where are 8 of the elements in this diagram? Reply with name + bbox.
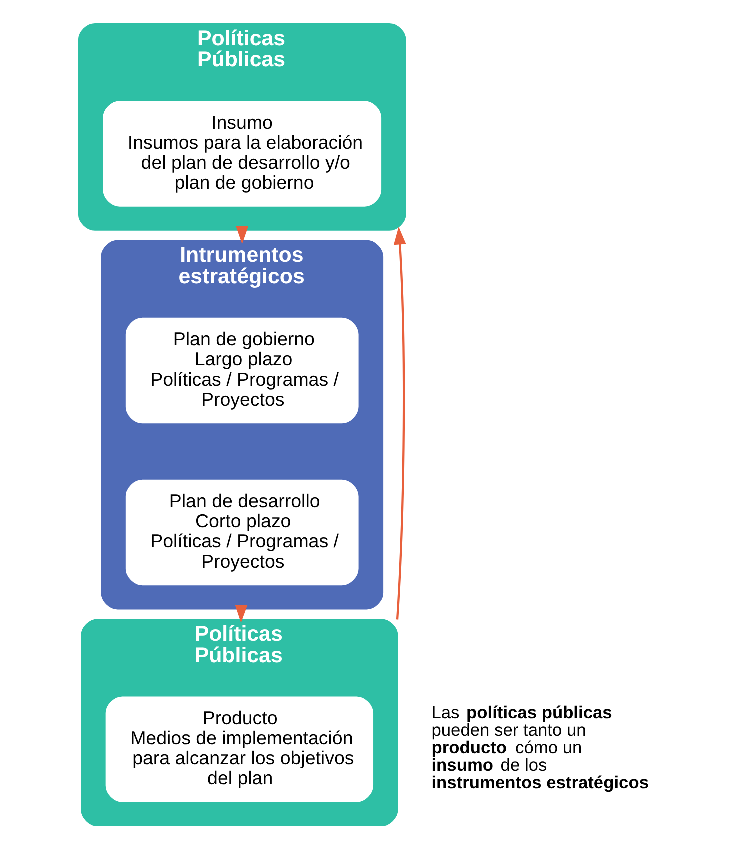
arrow — [235, 605, 248, 623]
arrow — [394, 227, 406, 620]
node-box: Insumo Insumos para la elaboración del plan de desarrollo y/o plan de gobierno — [103, 101, 382, 207]
arrow — [236, 226, 249, 244]
node-box: Plan de gobierno Largo plazo Políticas / Programas / Proyectos — [126, 318, 359, 424]
node-box: Plan de desarrollo Corto plazo Políticas / Programas / Proyectos — [126, 480, 359, 586]
label: Las políticas públicas pueden ser tanto un producto cómo un insumo de los instrumentos estratégicos — [432, 702, 649, 792]
node-box: Producto Medios de implementación para alcanzar los objetivos del plan — [106, 696, 374, 802]
